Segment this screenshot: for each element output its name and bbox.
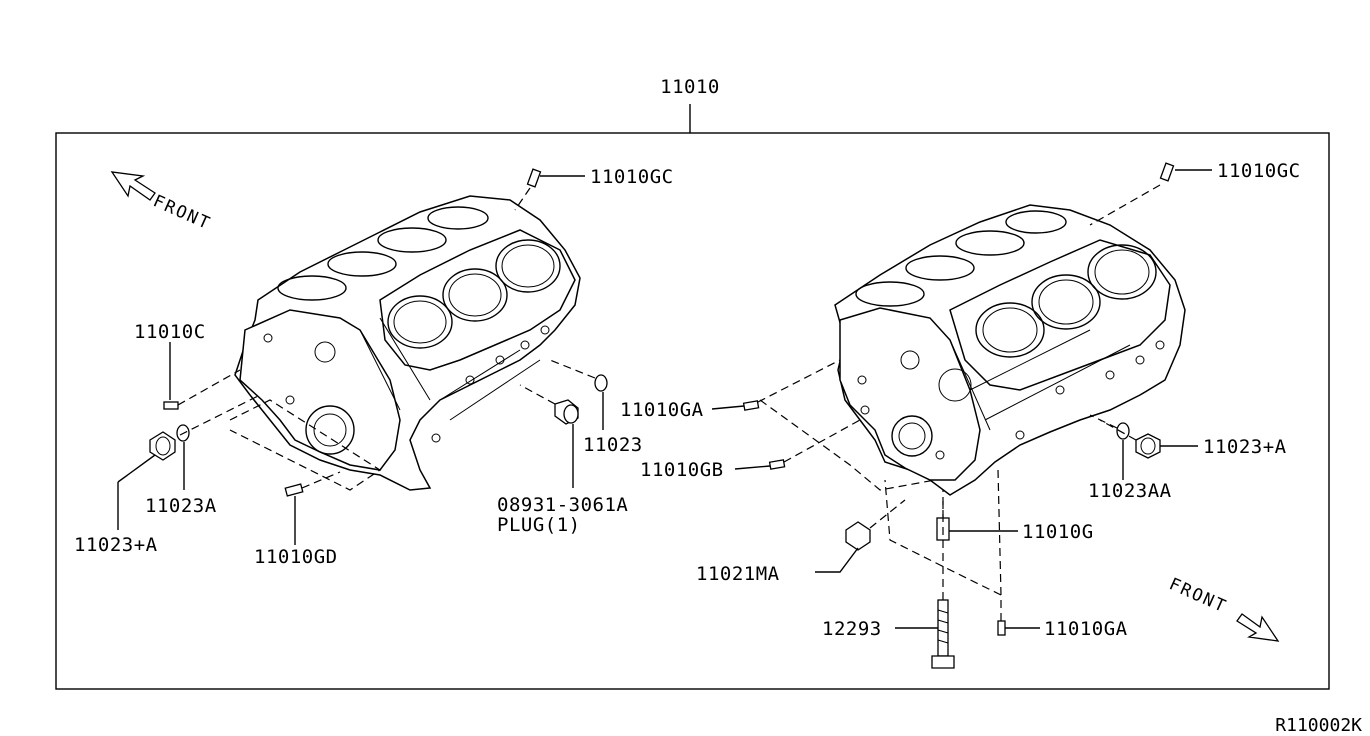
right-label-11010gb: 11010GB <box>640 459 724 481</box>
front-arrow-right-icon <box>1236 613 1280 642</box>
right-label-11023-plus-a: 11023+A <box>1203 436 1287 458</box>
left-engine-block <box>234 195 581 491</box>
left-label-11023-plus-a: 11023+A <box>74 534 158 556</box>
right-label-11010ga-lower: 11010GA <box>1044 618 1128 640</box>
left-label-11023a: 11023A <box>145 495 217 517</box>
right-label-11010gc: 11010GC <box>1217 160 1301 182</box>
right-label-11021ma: 11021MA <box>696 563 780 585</box>
right-plug-11023-plus-a <box>1135 433 1161 459</box>
right-bolt-12293 <box>931 599 955 669</box>
main-part-number: 11010 <box>660 76 720 98</box>
left-label-11010c: 11010C <box>134 321 206 343</box>
right-label-12293: 12293 <box>822 618 882 640</box>
left-plug-08931 <box>554 399 579 425</box>
left-plug-11023-plus-a <box>149 431 176 461</box>
right-dowel-gb <box>768 459 786 470</box>
left-label-11010gd: 11010GD <box>254 546 338 568</box>
right-label-11023aa: 11023AA <box>1088 480 1172 502</box>
right-dowel-gc <box>1159 162 1175 182</box>
right-dowel-ga-lower <box>997 620 1006 636</box>
right-bolt-11021ma <box>845 521 871 551</box>
left-dowel-gc <box>526 168 542 188</box>
left-label-plug: PLUG(1) <box>497 514 581 536</box>
left-label-11023: 11023 <box>583 434 643 456</box>
front-arrow-left-icon <box>110 171 156 201</box>
right-washer-11023aa <box>1116 422 1130 440</box>
front-label-left: FRONT <box>150 191 214 234</box>
left-label-11010gc: 11010GC <box>590 166 674 188</box>
right-engine-block <box>834 204 1186 496</box>
diagram-frame <box>55 132 1330 690</box>
diagram-code: R110002K <box>1275 715 1362 736</box>
left-label-08931-3061a: 08931-3061A <box>497 494 628 516</box>
left-dowel-c <box>163 401 179 410</box>
right-label-11010g: 11010G <box>1022 521 1094 543</box>
front-label-right: FRONT <box>1166 574 1230 617</box>
left-washer-11023 <box>594 374 608 392</box>
left-dowel-gd <box>284 483 304 497</box>
right-label-11010ga-upper: 11010GA <box>620 399 704 421</box>
right-dowel-ga-upper <box>742 400 760 411</box>
